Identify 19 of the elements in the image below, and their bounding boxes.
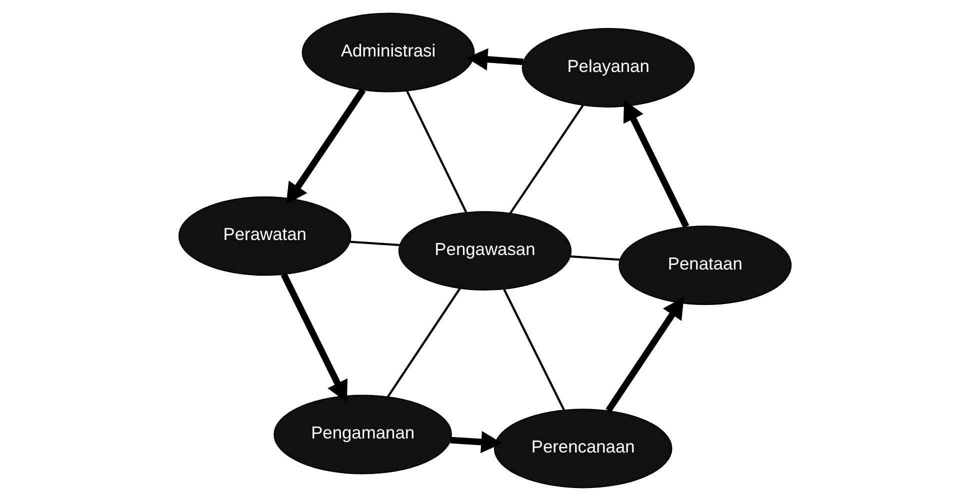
node-ellipse: Pengawasan	[398, 210, 572, 290]
node-ellipse: Pelayanan	[522, 28, 695, 107]
arrow	[606, 296, 684, 412]
arrow	[286, 88, 366, 204]
node-ellipse: Pengamanan	[274, 394, 452, 474]
connector	[570, 254, 620, 260]
arrow	[450, 430, 502, 453]
connector	[386, 287, 461, 398]
arrow	[623, 99, 690, 228]
connector	[509, 104, 584, 214]
connector	[503, 288, 565, 410]
node-ellipse: Penataan	[618, 225, 792, 304]
arrow	[466, 48, 524, 70]
node-ellipse: Perencanaan	[494, 408, 672, 488]
node-ellipse: Perawatan	[178, 196, 352, 276]
arrow	[280, 272, 348, 402]
connector	[350, 240, 400, 246]
node-ellipse: Administrasi	[302, 12, 475, 92]
connector	[406, 90, 468, 212]
